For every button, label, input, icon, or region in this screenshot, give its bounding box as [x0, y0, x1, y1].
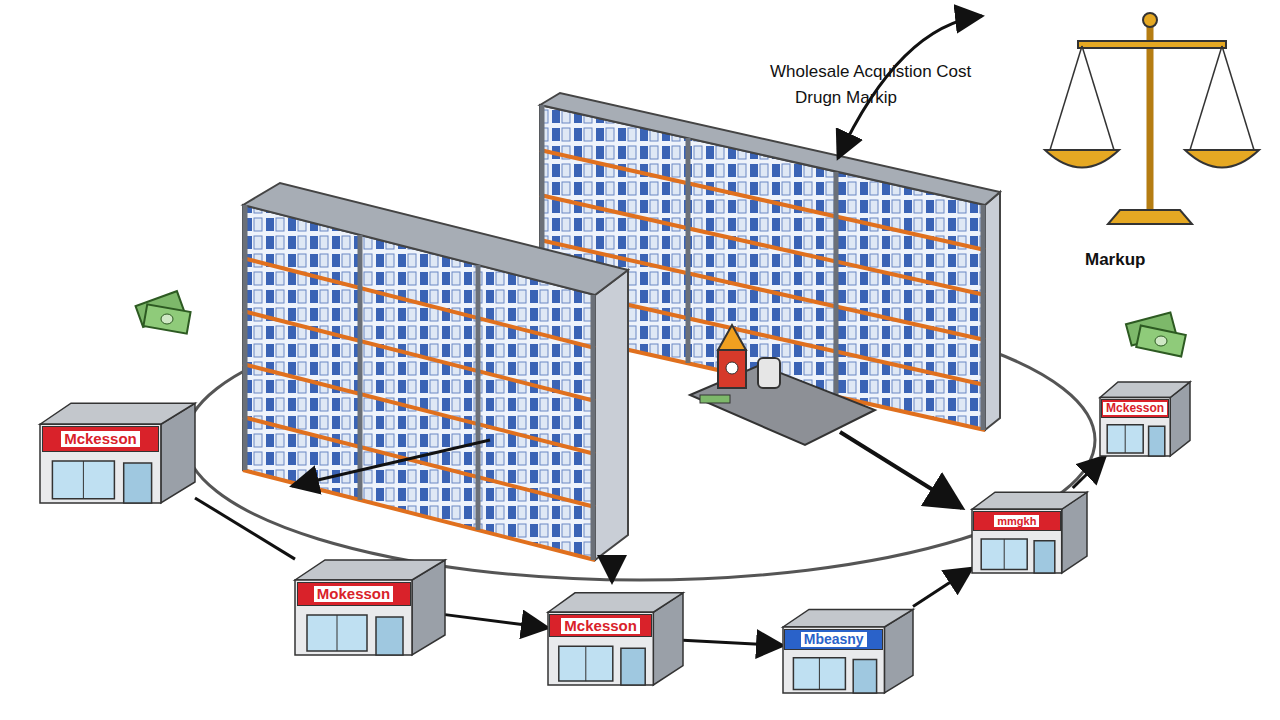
flow-connector	[683, 640, 783, 645]
store-sign: Mckesson	[1101, 399, 1169, 418]
tank-cone	[718, 325, 746, 350]
store-sign: Mckesson	[549, 614, 652, 637]
rack-shelves	[243, 258, 595, 560]
tank-label	[726, 362, 738, 374]
dispensing-machine	[690, 325, 875, 445]
store-name: Mbeasny	[801, 632, 867, 647]
rack-roof	[243, 183, 628, 295]
pharmacy-store: Mbeasny	[783, 605, 913, 693]
gray-tank	[758, 358, 780, 388]
store-sign: Mckesson	[42, 426, 160, 451]
pharmacy-store: mmgkh	[972, 488, 1087, 573]
store-name: Mckesson	[1103, 402, 1167, 415]
money-stack	[1126, 312, 1186, 356]
pharmacy-store: Mckesson	[1100, 378, 1190, 456]
store-name: mmgkh	[994, 515, 1039, 527]
store-sign: mmgkh	[973, 511, 1060, 531]
pharmacy-store: Mckesson	[548, 588, 683, 685]
warehouse-rack	[243, 183, 628, 560]
rack-side	[985, 192, 1000, 430]
flow-connector	[913, 568, 972, 607]
store-sign: Mbeasny	[784, 629, 883, 650]
rack-roof	[540, 93, 1000, 205]
store-name: Mckesson	[61, 431, 140, 448]
rack-posts	[245, 205, 593, 560]
caption-label: Drugn Markip	[795, 88, 897, 108]
pharmacy-store: Mckesson	[40, 398, 195, 503]
balance-scale	[1045, 13, 1259, 224]
store-sign: Mokesson	[297, 582, 411, 606]
flow-arrows	[292, 16, 982, 582]
store-name: Mokesson	[314, 586, 393, 603]
pharmacy-store: Mokesson	[295, 555, 445, 655]
flow-connector	[195, 498, 295, 559]
red-tank	[718, 350, 746, 388]
flow-connector	[445, 615, 548, 628]
store-name: Mckesson	[561, 618, 640, 635]
flow-connector	[1073, 456, 1106, 488]
caption-label: Markup	[1085, 250, 1145, 270]
caption-label: Wholesale Acquistion Cost	[770, 62, 971, 82]
rack-side	[595, 270, 628, 560]
cash-bill	[700, 395, 730, 403]
money-stack	[136, 291, 191, 334]
